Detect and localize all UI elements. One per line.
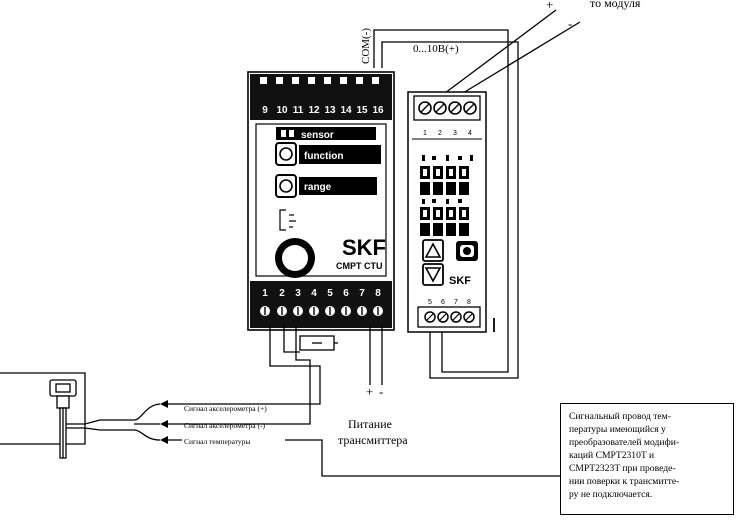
terminal-7: 7 [359,288,365,299]
terminal-12: 12 [308,105,320,116]
display-numbers-bottom: 5 6 7 8 [428,299,471,306]
note-box: Сигнальный провод тем- пературы имеющийс… [560,403,734,515]
power-plus: + [366,384,373,399]
display-terminal-7: 7 [454,299,458,306]
display-terminal-5: 5 [428,299,432,306]
display-terminal-4: 4 [468,130,472,137]
terminal-3: 3 [295,288,301,299]
power-minus: - [379,384,383,399]
display-terminal-8: 8 [467,299,471,306]
module-plus: + [546,0,553,12]
terminal-5: 5 [327,288,333,299]
terminal-15: 15 [356,105,368,116]
range-out-label: 0...10В(+) [413,43,459,55]
terminal-1: 1 [262,288,268,299]
brand-logo: SKF [342,235,386,260]
function-button-label: function [304,151,343,162]
sensor-cable-fan [133,403,161,441]
display-terminal-2: 2 [438,130,442,137]
power-label-line1: Питание [348,417,392,431]
lower-wires [165,326,560,477]
wire-end-markers [160,400,168,444]
terminal-10: 10 [276,105,288,116]
indicator-icon [279,209,296,231]
display-module: 1 2 3 4 [407,91,495,333]
bottom-terminal-strip [250,281,392,328]
sensor-button[interactable]: sensor [276,127,376,141]
top-terminal-strip [250,74,392,120]
range-button-label: range [304,182,332,193]
note-line: Сигнальный провод тем- [569,411,671,422]
display-numbers-top: 1 2 3 4 [423,130,472,137]
sensor-button-label: sensor [301,130,334,141]
note-line: нии поверки к трансмитте- [569,476,680,487]
note-line: пературы имеющийся у [569,424,666,435]
display-terminal-1: 1 [423,130,427,137]
signal-accel-minus: Сигнал акселерометра (-) [184,421,265,430]
display-bottom-terminals [417,306,481,328]
terminal-13: 13 [324,105,336,116]
note-line: ру не подключается. [569,489,653,500]
range-button[interactable]: range [275,174,377,198]
up-button[interactable] [422,239,444,262]
terminal-14: 14 [340,105,352,116]
model-label: CMPT CTU [336,261,383,271]
signal-accel-plus: Сигнал акселерометра (+) [184,404,267,413]
note-line: CMPT2323T при проведе- [569,463,676,474]
down-button[interactable] [422,263,444,286]
display-terminal-3: 3 [453,130,457,137]
adjustment-knob[interactable] [275,238,315,278]
display-terminal-6: 6 [441,299,445,306]
function-button[interactable]: function [275,142,381,166]
terminal-8: 8 [375,288,381,299]
terminal-numbers-top: 9 10 11 12 13 14 15 16 [262,105,384,116]
led-grid-ticks [422,155,473,204]
terminal-4: 4 [311,288,317,299]
terminal-numbers-bottom: 1 2 3 4 5 6 7 8 [262,288,381,299]
terminal-9: 9 [262,105,268,116]
sensor-assembly [0,372,134,459]
module-wires [373,9,581,379]
terminal-16: 16 [372,105,384,116]
module-minus: - [568,16,572,31]
terminal-6: 6 [343,288,349,299]
transmitter-unit: 9 10 11 12 13 14 15 16 sensor function [247,71,395,331]
terminal-2: 2 [279,288,285,299]
terminal-11: 11 [293,105,304,116]
note-line: преобразователей модифи- [569,437,680,448]
display-brand-logo: SKF [449,275,471,287]
module-label: то модуля [590,0,641,10]
com-label: COM(-) [360,28,372,64]
select-button[interactable] [456,241,478,261]
signal-temperature: Сигнал температуры [184,437,250,446]
power-label-line2: трансмиттера [338,433,408,447]
note-line: каций CMPT2310T и [569,450,655,461]
